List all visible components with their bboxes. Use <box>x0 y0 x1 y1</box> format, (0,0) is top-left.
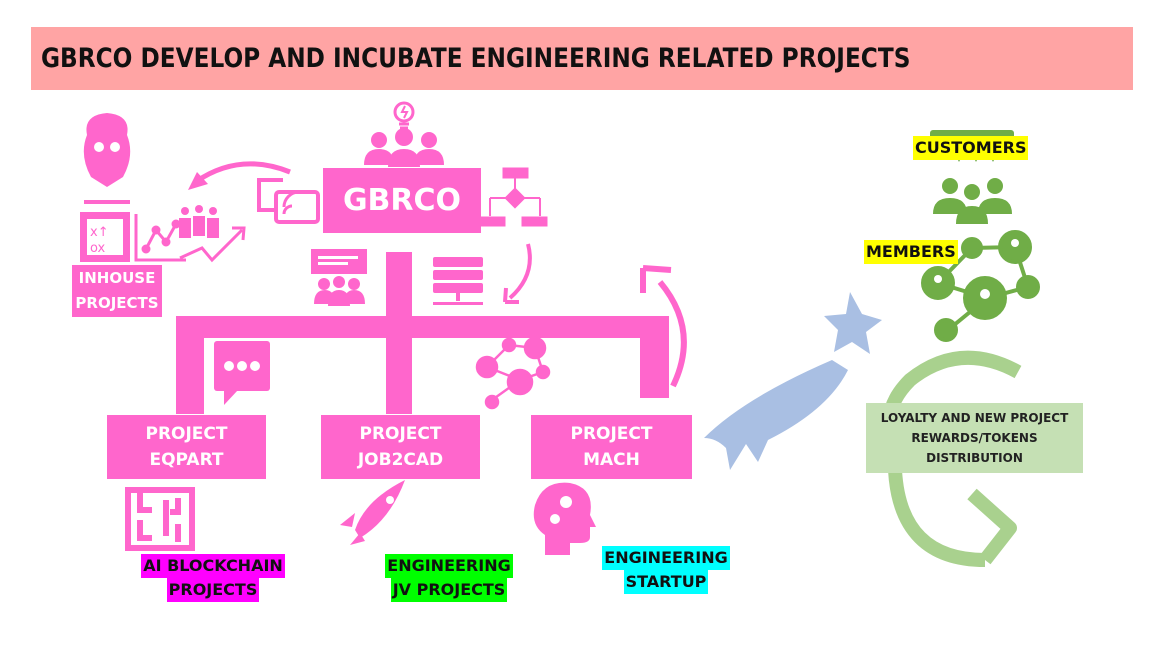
tag-ai-blockchain-line1: AI BLOCKCHAIN <box>141 554 285 578</box>
svg-text:ox: ox <box>90 241 106 256</box>
tag-engineering-jv: ENGINEERING JV PROJECTS <box>380 554 518 602</box>
tag-engineering-startup-line1: ENGINEERING <box>602 546 730 570</box>
arrow-up-icon <box>657 280 687 388</box>
tag-engineering-jv-line2: JV PROJECTS <box>390 578 508 602</box>
chat-bubble-icon <box>214 341 270 405</box>
gbrco-box <box>323 168 481 233</box>
project-mach-line1: PROJECT <box>570 424 653 444</box>
members-text: MEMBERS <box>864 240 958 264</box>
project-eqpart-box: PROJECT EQPART <box>107 415 266 479</box>
title-banner: GBRCO DEVELOP AND INCUBATE ENGINEERING R… <box>31 27 1133 90</box>
customers-text: CUSTOMERS <box>913 136 1029 160</box>
tag-ai-blockchain-line2: PROJECTS <box>166 578 260 602</box>
arrow-down-icon <box>508 243 532 300</box>
server-icon <box>433 257 483 305</box>
rewards-box: LOYALTY AND NEW PROJECT REWARDS/TOKENS D… <box>866 403 1083 473</box>
lightbulb-icon <box>393 101 415 130</box>
maze-icon <box>125 487 195 551</box>
arrow-to-inhouse-icon <box>195 161 291 184</box>
presentation-team-icon <box>311 249 367 306</box>
project-eqpart-line2: EQPART <box>149 450 224 470</box>
org-tree-connector <box>176 252 669 414</box>
rocket-icon <box>340 480 405 545</box>
tag-engineering-startup: ENGINEERING STARTUP <box>598 546 734 594</box>
project-mach-line2: MACH <box>583 450 640 470</box>
svg-text:x↑: x↑ <box>90 225 109 240</box>
gbrco-label-wrap: GBRCO <box>323 168 481 233</box>
customers-label: CUSTOMERS <box>913 136 1029 160</box>
inhouse-projects-label: INHOUSE PROJECTS <box>72 265 162 317</box>
project-job2cad-box: PROJECT JOB2CAD <box>321 415 480 479</box>
wireless-card-icon <box>257 178 320 224</box>
project-job2cad-line1: PROJECT <box>359 424 442 444</box>
shooting-star-icon <box>704 292 882 470</box>
tag-engineering-startup-line2: STARTUP <box>623 570 709 594</box>
strategy-board-icon: x↑ ox <box>80 212 130 262</box>
growth-chart-icon <box>134 214 246 263</box>
inhouse-line1: INHOUSE <box>78 269 156 287</box>
inhouse-line2: PROJECTS <box>75 294 159 312</box>
group-of-people-icon <box>179 205 219 238</box>
rewards-line3: DISTRIBUTION <box>926 451 1023 465</box>
page-title: GBRCO DEVELOP AND INCUBATE ENGINEERING R… <box>41 43 911 74</box>
network-icon <box>475 336 551 410</box>
head-gears-icon <box>533 482 596 555</box>
owl-icon <box>83 113 131 204</box>
project-mach-box: PROJECT MACH <box>531 415 692 479</box>
team-icon <box>364 128 444 167</box>
rewards-line2: REWARDS/TOKENS <box>911 431 1038 445</box>
members-label: MEMBERS <box>864 240 958 264</box>
flowchart-icon <box>479 167 548 227</box>
gbrco-label: GBRCO <box>342 183 462 218</box>
project-eqpart-line1: PROJECT <box>145 424 228 444</box>
tag-engineering-jv-line1: ENGINEERING <box>385 554 513 578</box>
members-network-icon <box>921 230 1040 342</box>
tag-ai-blockchain: AI BLOCKCHAIN PROJECTS <box>138 554 288 602</box>
rewards-line1: LOYALTY AND NEW PROJECT <box>880 411 1069 425</box>
project-job2cad-line2: JOB2CAD <box>357 450 444 470</box>
